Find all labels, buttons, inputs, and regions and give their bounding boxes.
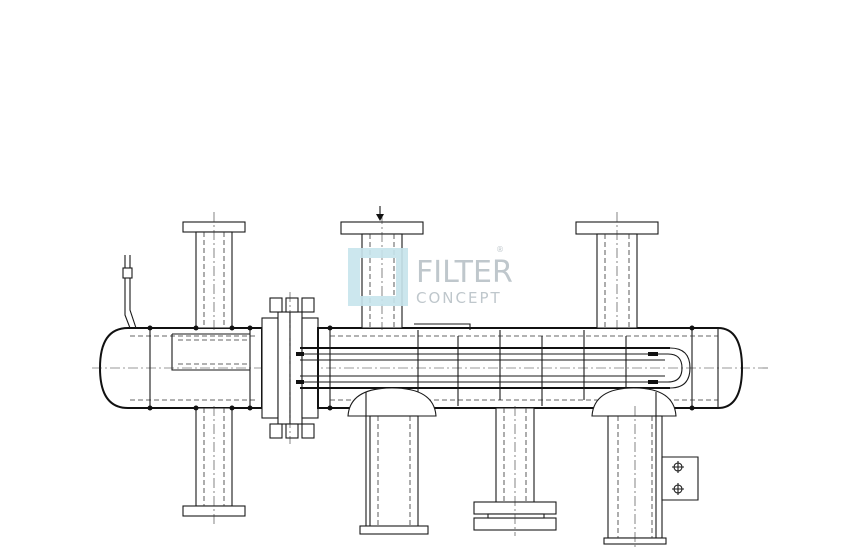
left-top-nozzle	[182, 212, 246, 330]
watermark-registered-mark: ®	[496, 245, 504, 254]
right-top-nozzle	[575, 212, 659, 330]
tube-bundle	[296, 323, 691, 406]
watermark-word-filter: FILTER	[416, 255, 513, 290]
body-flange	[261, 292, 319, 444]
watermark-logo-icon	[348, 248, 408, 306]
weld-marks	[147, 325, 695, 411]
left-bottom-nozzle	[182, 406, 246, 524]
vent-pipe	[122, 255, 137, 329]
left-saddle-nozzle	[347, 387, 437, 535]
instrument-bracket	[661, 456, 699, 501]
watermark-word-concept: CONCEPT	[416, 289, 502, 307]
middle-bottom-nozzle	[473, 406, 557, 536]
left-shell	[92, 327, 770, 409]
watermark: FILTER ® CONCEPT	[348, 245, 513, 307]
